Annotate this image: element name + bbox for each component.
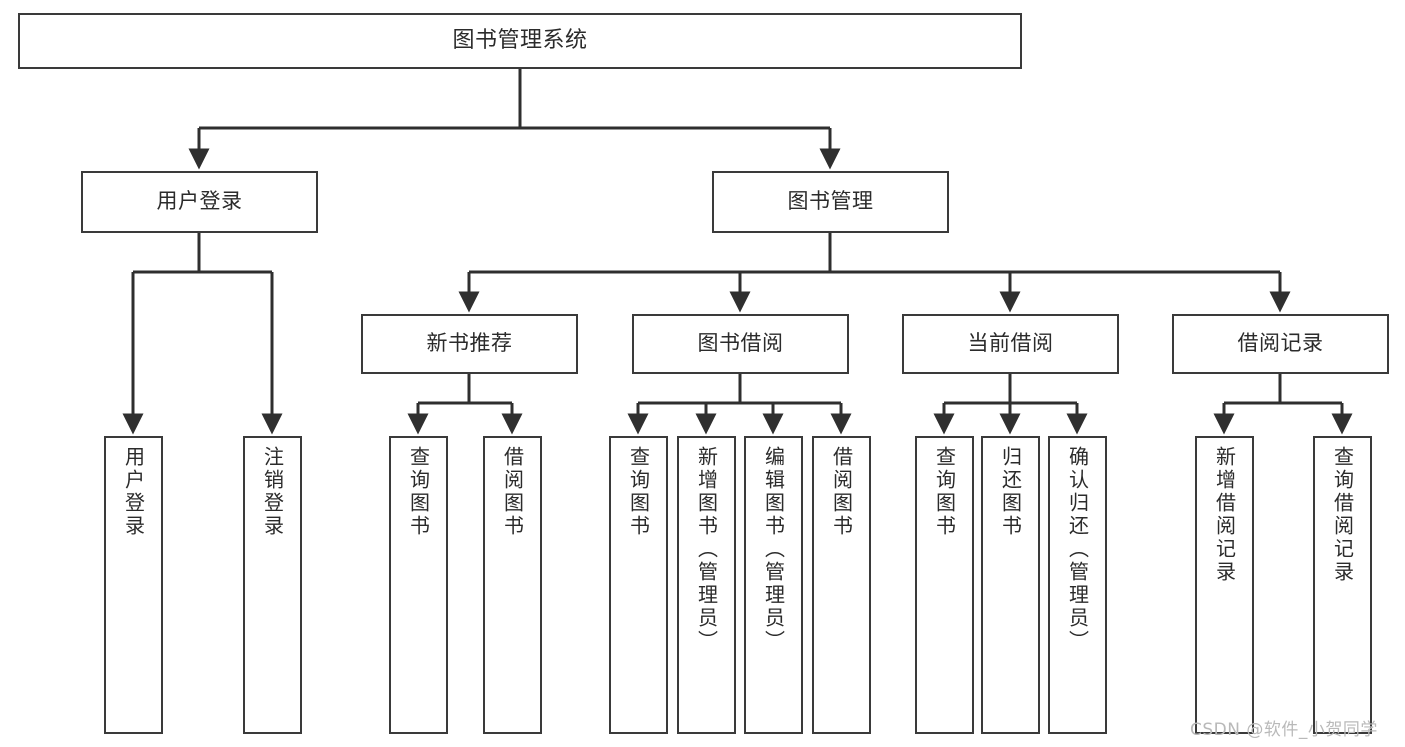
node-leaf-add-book[interactable]: 新增图书（管理员）	[677, 436, 736, 734]
node-leaf-logout-login[interactable]: 注销登录	[243, 436, 302, 734]
node-leaf-query-book-2[interactable]: 查询图书	[609, 436, 668, 734]
node-user-login[interactable]: 用户登录	[81, 171, 318, 233]
node-leaf-query-book-3[interactable]: 查询图书	[915, 436, 974, 734]
node-leaf-query-borrow-record-label: 查询借阅记录	[1330, 446, 1355, 584]
node-leaf-add-book-label: 新增图书（管理员）	[694, 446, 719, 653]
node-leaf-query-book-1[interactable]: 查询图书	[389, 436, 448, 734]
node-leaf-borrow-book-1-label: 借阅图书	[500, 446, 525, 538]
node-leaf-borrow-book-2[interactable]: 借阅图书	[812, 436, 871, 734]
node-leaf-query-book-1-label: 查询图书	[406, 446, 431, 538]
node-leaf-add-borrow-record-label: 新增借阅记录	[1212, 446, 1237, 584]
node-current-borrow[interactable]: 当前借阅	[902, 314, 1119, 374]
node-new-book-recommend[interactable]: 新书推荐	[361, 314, 578, 374]
node-leaf-return-book[interactable]: 归还图书	[981, 436, 1040, 734]
node-leaf-add-borrow-record[interactable]: 新增借阅记录	[1195, 436, 1254, 734]
node-leaf-query-book-2-label: 查询图书	[626, 446, 651, 538]
node-leaf-user-login-label: 用户登录	[121, 446, 146, 538]
node-leaf-query-borrow-record[interactable]: 查询借阅记录	[1313, 436, 1372, 734]
node-leaf-edit-book[interactable]: 编辑图书（管理员）	[744, 436, 803, 734]
node-leaf-query-book-3-label: 查询图书	[932, 446, 957, 538]
node-leaf-confirm-return[interactable]: 确认归还（管理员）	[1048, 436, 1107, 734]
node-leaf-confirm-return-label: 确认归还（管理员）	[1065, 446, 1090, 653]
node-leaf-edit-book-label: 编辑图书（管理员）	[761, 446, 786, 653]
node-leaf-borrow-book-2-label: 借阅图书	[829, 446, 854, 538]
node-leaf-logout-login-label: 注销登录	[260, 446, 285, 538]
node-leaf-user-login[interactable]: 用户登录	[104, 436, 163, 734]
node-book-management[interactable]: 图书管理	[712, 171, 949, 233]
node-leaf-borrow-book-1[interactable]: 借阅图书	[483, 436, 542, 734]
node-leaf-return-book-label: 归还图书	[998, 446, 1023, 538]
node-book-borrow[interactable]: 图书借阅	[632, 314, 849, 374]
node-root-book-management-system[interactable]: 图书管理系统	[18, 13, 1022, 69]
node-borrow-record[interactable]: 借阅记录	[1172, 314, 1389, 374]
